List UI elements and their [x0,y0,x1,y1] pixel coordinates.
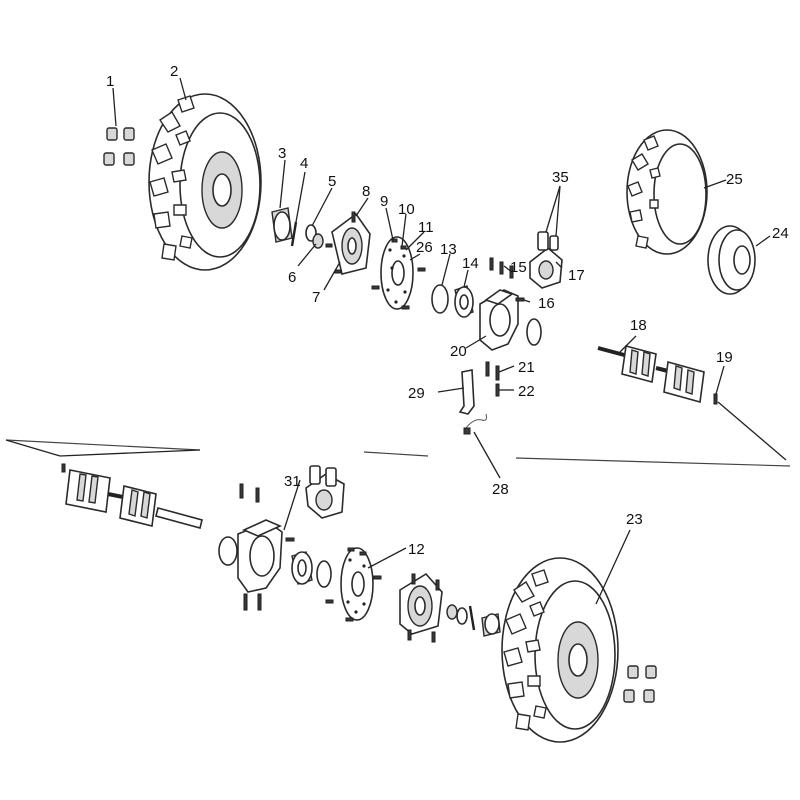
bolt-disc-lower-d [345,617,354,622]
section-divider-right [515,457,791,467]
section-divider-left [5,439,201,451]
callout-10: 10 [398,201,415,218]
nut-lower [446,604,458,620]
snap-ring-part-13 [431,284,449,314]
lug-nuts-upper [103,127,135,166]
snap-ring-lower-left [218,536,238,566]
drive-shaft-part-18 [597,344,705,404]
bearing-part-14 [454,285,474,318]
callout-21: 21 [518,359,535,376]
clip-part-19 [713,393,718,405]
callout-16: 16 [538,295,555,312]
callout-18: 18 [630,317,647,334]
callout-3: 3 [278,145,286,162]
knuckle-part-20 [479,289,519,351]
hub-lower [399,572,443,643]
callout-35: 35 [552,169,569,186]
bolt-part-26-c [401,305,410,310]
brake-disc-part-26 [380,236,414,310]
leader-lines [5,77,787,605]
tire-upper-right [626,129,708,255]
callout-31: 31 [284,473,301,490]
callout-8: 8 [362,183,370,200]
caliper-part-31 [305,465,345,519]
callout-1: 1 [106,73,114,90]
bolt-part-26-b [371,285,380,290]
bolt-part-16 [515,297,525,302]
callout-19: 19 [716,349,733,366]
bolt-part-15-a [489,257,494,271]
pin-part-4 [290,221,298,247]
bolt-lower-c [285,537,295,542]
callout-labels: 1 2 3 4 5 6 7 8 9 10 11 26 13 14 15 16 1… [106,63,789,558]
callout-17: 17 [568,267,585,284]
washer-lower [456,607,468,625]
callout-4: 4 [300,155,308,172]
spacer-part-3 [271,207,293,243]
bolt-part-21-a [485,361,490,377]
caliper-part-17 [529,231,563,289]
knuckle-lower [237,519,283,593]
callout-29: 29 [408,385,425,402]
bolt-part-10 [400,245,407,250]
section-divider-mid [363,451,429,457]
bolt-part-9 [391,238,398,243]
hub-part-7 [325,212,371,275]
callout-2: 2 [170,63,178,80]
callout-12: 12 [408,541,425,558]
bolt-disc-lower-a [347,547,355,552]
callout-25: 25 [726,171,743,188]
bolt-lower-a [239,483,244,499]
callout-23: 23 [626,511,643,528]
bolt-part-22 [495,383,500,397]
brake-disc-part-12 [340,547,374,621]
bolt-part-21-b [495,365,500,381]
bolt-part-15-b [499,261,504,275]
sensor-head-28 [463,427,471,435]
callout-9: 9 [380,193,388,210]
callout-24: 24 [772,225,789,242]
callout-14: 14 [462,255,479,272]
callout-22: 22 [518,383,535,400]
bolt-disc-lower-b [359,551,367,556]
bolt-disc-lower-c [325,599,334,604]
tire-upper-left [148,93,262,271]
bolt-lower-b [255,487,260,503]
callout-15: 15 [510,259,527,276]
bearing-lower [291,551,313,585]
bolt-lower-d [243,593,248,611]
callout-6: 6 [288,269,296,286]
callout-7: 7 [312,289,320,306]
spacer-lower [481,613,501,637]
snap-ring-lower-right [316,560,332,588]
lug-nuts-lower [623,665,657,703]
rim-part-24 [707,225,756,295]
callout-28: 28 [492,481,509,498]
callout-5: 5 [328,173,336,190]
bracket-part-29 [458,369,475,415]
tire-lower-right [501,557,619,743]
callout-13: 13 [440,241,457,258]
bolt-part-26-a [417,267,426,272]
bolt-disc-lower-e [373,575,382,580]
callout-11: 11 [418,219,434,236]
pin-lower [468,605,476,631]
sensor-part-28 [465,413,487,429]
callout-20: 20 [450,343,467,360]
bolt-lower-e [257,593,262,611]
bolt-part-8 [351,211,356,223]
drive-shaft-lower-left [61,463,203,529]
callout-26: 26 [416,239,433,256]
snap-ring-right [526,318,542,346]
